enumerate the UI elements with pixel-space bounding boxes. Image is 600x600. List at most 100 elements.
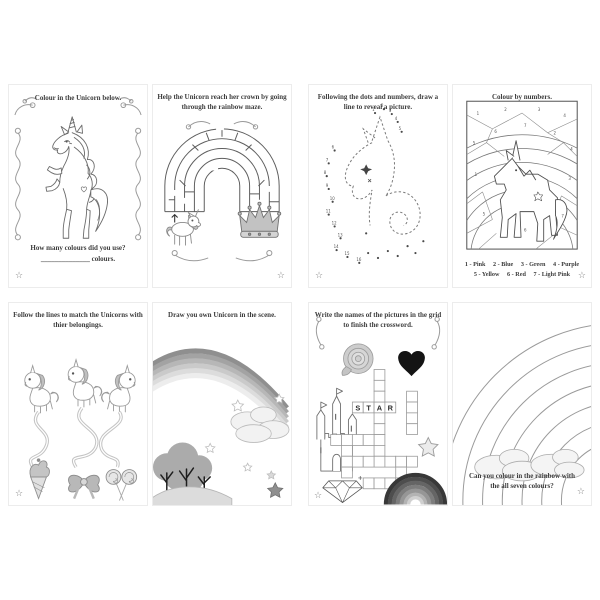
rainbow-question: Can you colour in the rainbow with the a… xyxy=(468,471,576,490)
svg-text:2: 2 xyxy=(554,131,557,136)
page-title: Write the names of the pictures in the g… xyxy=(314,311,442,329)
spread-bottom-right: Write the names of the pictures in the g… xyxy=(308,302,592,506)
svg-text:15: 15 xyxy=(344,251,350,256)
legend-item: 4 - Purple xyxy=(553,261,580,269)
dot-to-dot-unicorn-art: 1 2 3 4 5 6 7 8 9 10 11 12 13 14 15 16 xyxy=(324,103,425,264)
star-icon: ☆ xyxy=(577,271,586,281)
spread-bottom-left: Follow the lines to match the Unicorns w… xyxy=(8,302,292,506)
svg-text:R: R xyxy=(388,403,394,412)
tangled-ribbon-lines xyxy=(28,406,123,468)
spread-top-right: Following the dots and numbers, draw a l… xyxy=(308,84,592,288)
svg-text:1: 1 xyxy=(475,172,478,177)
unicorn-eye-mark xyxy=(360,164,373,183)
svg-text:14: 14 xyxy=(334,244,340,249)
swirl-border-decoration xyxy=(14,97,142,241)
svg-text:16: 16 xyxy=(356,257,362,262)
svg-text:6: 6 xyxy=(332,145,335,150)
page-match-unicorns: Follow the lines to match the Unicorns w… xyxy=(8,302,148,506)
svg-text:5: 5 xyxy=(473,141,476,146)
svg-text:2: 2 xyxy=(381,103,384,108)
unicorn-2 xyxy=(67,359,103,408)
page-colour-unicorn: Colour in the Unicorn below. xyxy=(8,84,148,288)
star-icon xyxy=(266,481,284,498)
maze-walls xyxy=(164,128,280,213)
rose-drawing xyxy=(341,343,374,376)
star-icon: ☆ xyxy=(15,489,24,499)
page-colour-by-numbers: Colour by numbers. xyxy=(452,84,592,288)
number-dots xyxy=(325,108,425,264)
unicorn-1 xyxy=(24,365,59,414)
svg-text:7: 7 xyxy=(524,123,527,128)
star-icon: ☆ xyxy=(276,271,285,281)
svg-text:6: 6 xyxy=(524,227,527,232)
crossword-grid xyxy=(330,369,418,490)
svg-text:4: 4 xyxy=(570,147,573,152)
page-rainbow-maze: Help the Unicorn reach her crown by goin… xyxy=(152,84,292,288)
svg-text:1: 1 xyxy=(372,107,375,112)
legend-item: 7 - Light Pink xyxy=(533,271,571,279)
rainbow-maze-art xyxy=(164,121,282,262)
page-title: Follow the lines to match the Unicorns w… xyxy=(13,311,143,329)
page-dot-to-dot: Following the dots and numbers, draw a l… xyxy=(308,84,448,288)
crossword-letters: S T A R xyxy=(355,403,393,412)
page-title: Help the Unicorn reach her crown by goin… xyxy=(157,93,287,111)
colour-by-numbers-art: 1 2 3 4 5 6 7 2 4 1 3 5 6 7 xyxy=(466,100,578,250)
svg-text:3: 3 xyxy=(568,176,571,181)
swirl-decoration xyxy=(315,316,441,350)
cell-number-labels: 1 2 3 4 5 6 7 2 4 1 3 5 6 7 xyxy=(473,107,574,232)
star-icon: ☆ xyxy=(576,487,585,497)
star-icon: ☆ xyxy=(15,271,24,281)
small-unicorn-drawing xyxy=(166,209,202,246)
legend-item: 5 - Yellow xyxy=(473,271,500,279)
page-title: Colour in the Unicorn below. xyxy=(34,94,122,102)
svg-text:5: 5 xyxy=(399,126,402,131)
decorative-stars xyxy=(204,393,285,480)
unicorn-3 xyxy=(101,365,136,414)
crown-drawing xyxy=(237,201,282,238)
spread-top-left: Colour in the Unicorn below. xyxy=(8,84,292,288)
dot-number-labels: 1 2 3 4 5 6 7 8 9 10 11 12 13 14 15 16 xyxy=(324,103,402,262)
cloud xyxy=(230,406,290,443)
svg-text:4: 4 xyxy=(563,113,566,118)
svg-text:A: A xyxy=(377,403,383,412)
legend-item: 1 - Pink xyxy=(464,261,486,269)
dark-rainbow-drawing xyxy=(383,472,447,505)
legend-item: 3 - Green xyxy=(520,261,546,269)
svg-text:6: 6 xyxy=(494,129,497,134)
star-shape-drawing xyxy=(417,436,439,457)
scene-art xyxy=(153,348,290,505)
colours-used-question: How many colours did you use? xyxy=(30,244,126,252)
legend-row-1: 1 - Pink 2 - Blue 3 - Green 4 - Purple xyxy=(453,260,591,270)
numbered-picture-segments xyxy=(466,112,578,250)
svg-text:7: 7 xyxy=(561,214,564,219)
svg-text:S: S xyxy=(355,403,360,412)
colours-used-answer-line: ______________ colours. xyxy=(40,255,116,263)
svg-text:7: 7 xyxy=(326,157,329,162)
rainbow-outline-art xyxy=(453,325,591,505)
svg-text:T: T xyxy=(366,403,371,412)
svg-text:8: 8 xyxy=(324,170,327,175)
svg-text:3: 3 xyxy=(538,107,541,112)
rearing-unicorn-drawing xyxy=(45,116,108,239)
svg-text:11: 11 xyxy=(326,209,332,214)
svg-text:9: 9 xyxy=(326,183,329,188)
svg-text:10: 10 xyxy=(330,196,336,201)
diamond-drawing xyxy=(322,475,363,503)
svg-text:1: 1 xyxy=(477,111,480,116)
rainbow-arcs xyxy=(453,325,591,505)
legend-item: 6 - Red xyxy=(507,271,526,279)
star-icon: ☆ xyxy=(314,491,323,501)
heart-drawing xyxy=(398,351,425,377)
hill xyxy=(153,486,233,505)
svg-text:3: 3 xyxy=(389,108,392,113)
ice-cream-drawing xyxy=(29,458,50,500)
matching-activity-art xyxy=(24,359,138,501)
page-title: Following the dots and numbers, draw a l… xyxy=(317,93,439,111)
legend-row-2: 5 - Yellow 6 - Red 7 - Light Pink xyxy=(453,270,591,280)
colour-number-legend: 1 - Pink 2 - Blue 3 - Green 4 - Purple 5… xyxy=(453,260,591,280)
page-colour-rainbow: Can you colour in the rainbow with the a… xyxy=(452,302,592,506)
legend-item: 2 - Blue xyxy=(493,261,514,269)
svg-text:4: 4 xyxy=(395,116,398,121)
svg-text:12: 12 xyxy=(332,220,338,225)
